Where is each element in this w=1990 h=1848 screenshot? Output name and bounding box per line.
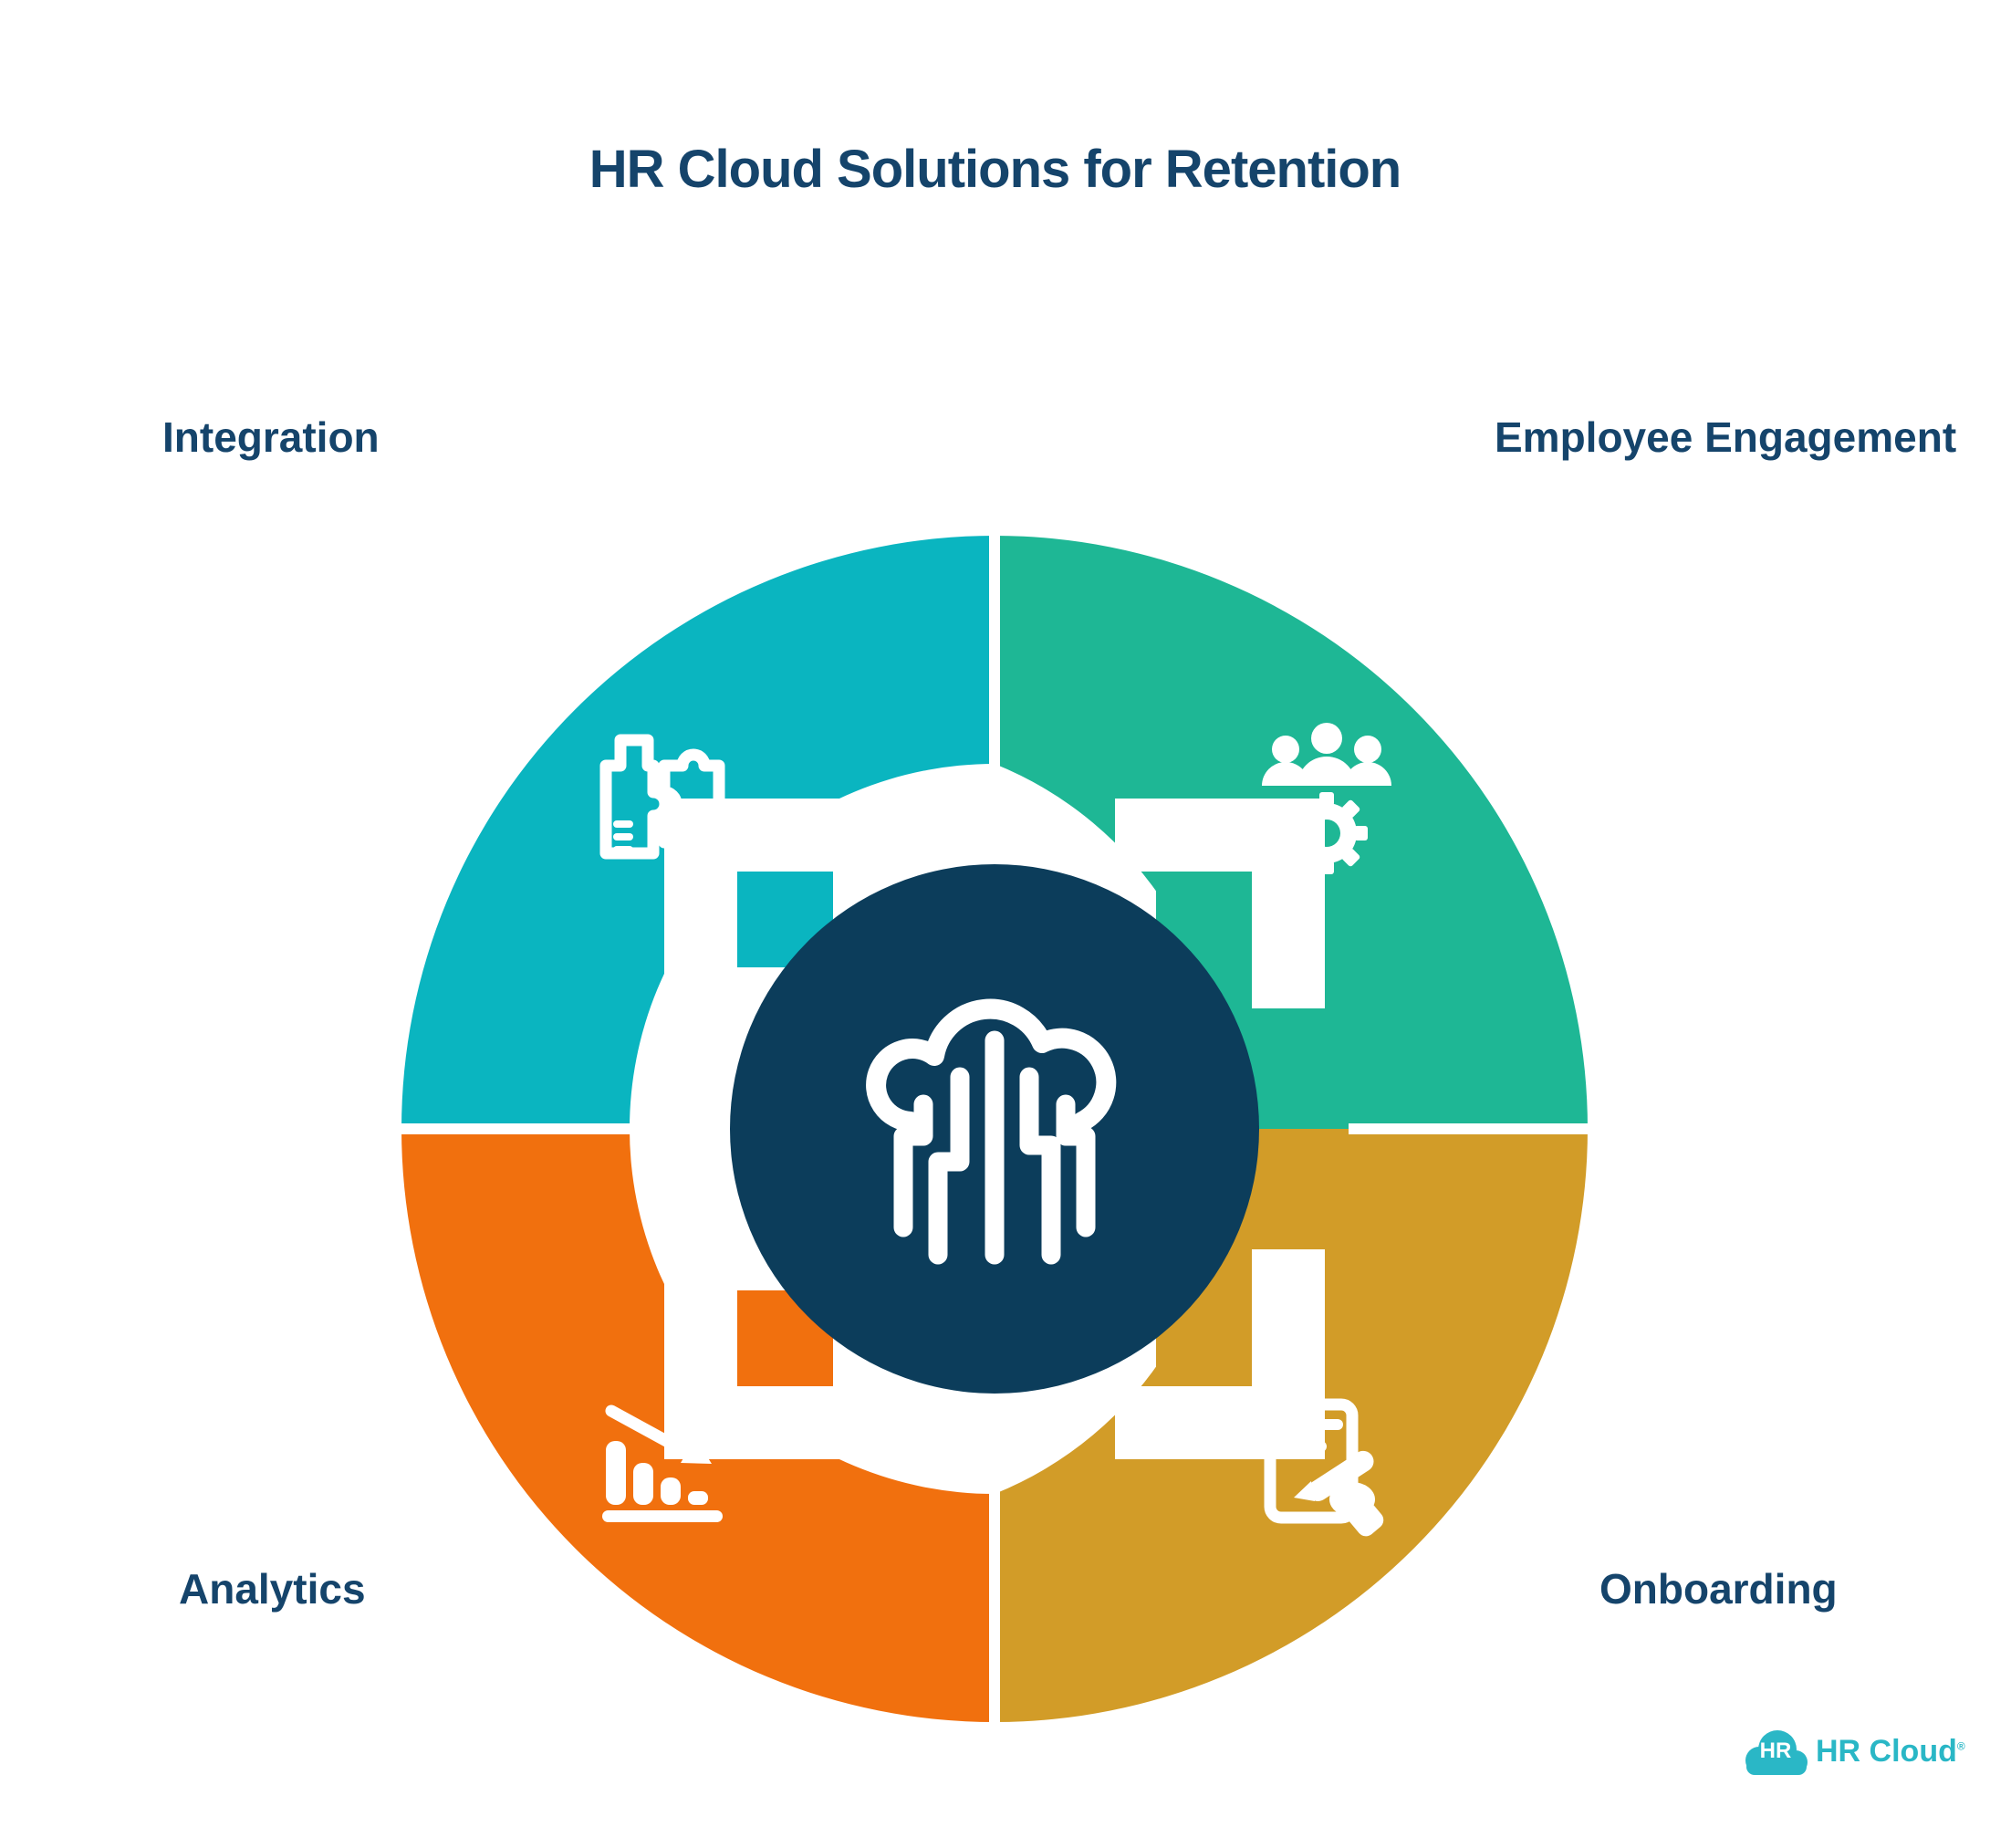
logo-wordmark: HR Cloud® xyxy=(1816,1734,1965,1770)
logo-wordmark-text: HR Cloud xyxy=(1816,1734,1957,1769)
logo-badge-text: HR xyxy=(1759,1738,1792,1763)
logo-registered-mark: ® xyxy=(1956,1739,1965,1753)
label-onboarding: Onboarding xyxy=(1599,1565,1838,1613)
people-gear-icon xyxy=(1262,723,1391,874)
cloud-circuit-icon xyxy=(866,998,1117,1265)
declining-bar-chart-icon xyxy=(602,1404,723,1522)
label-employee-engagement: Employee Engagement xyxy=(1495,413,1957,461)
label-integration: Integration xyxy=(162,413,380,461)
hr-cloud-logo-icon xyxy=(1745,1730,1808,1775)
diagram-title: HR Cloud Solutions for Retention xyxy=(589,140,1401,199)
document-signing-icon xyxy=(1264,1398,1384,1537)
puzzle-pieces-icon xyxy=(599,734,725,860)
label-analytics: Analytics xyxy=(179,1565,366,1613)
segment-dividers xyxy=(392,525,1597,1736)
